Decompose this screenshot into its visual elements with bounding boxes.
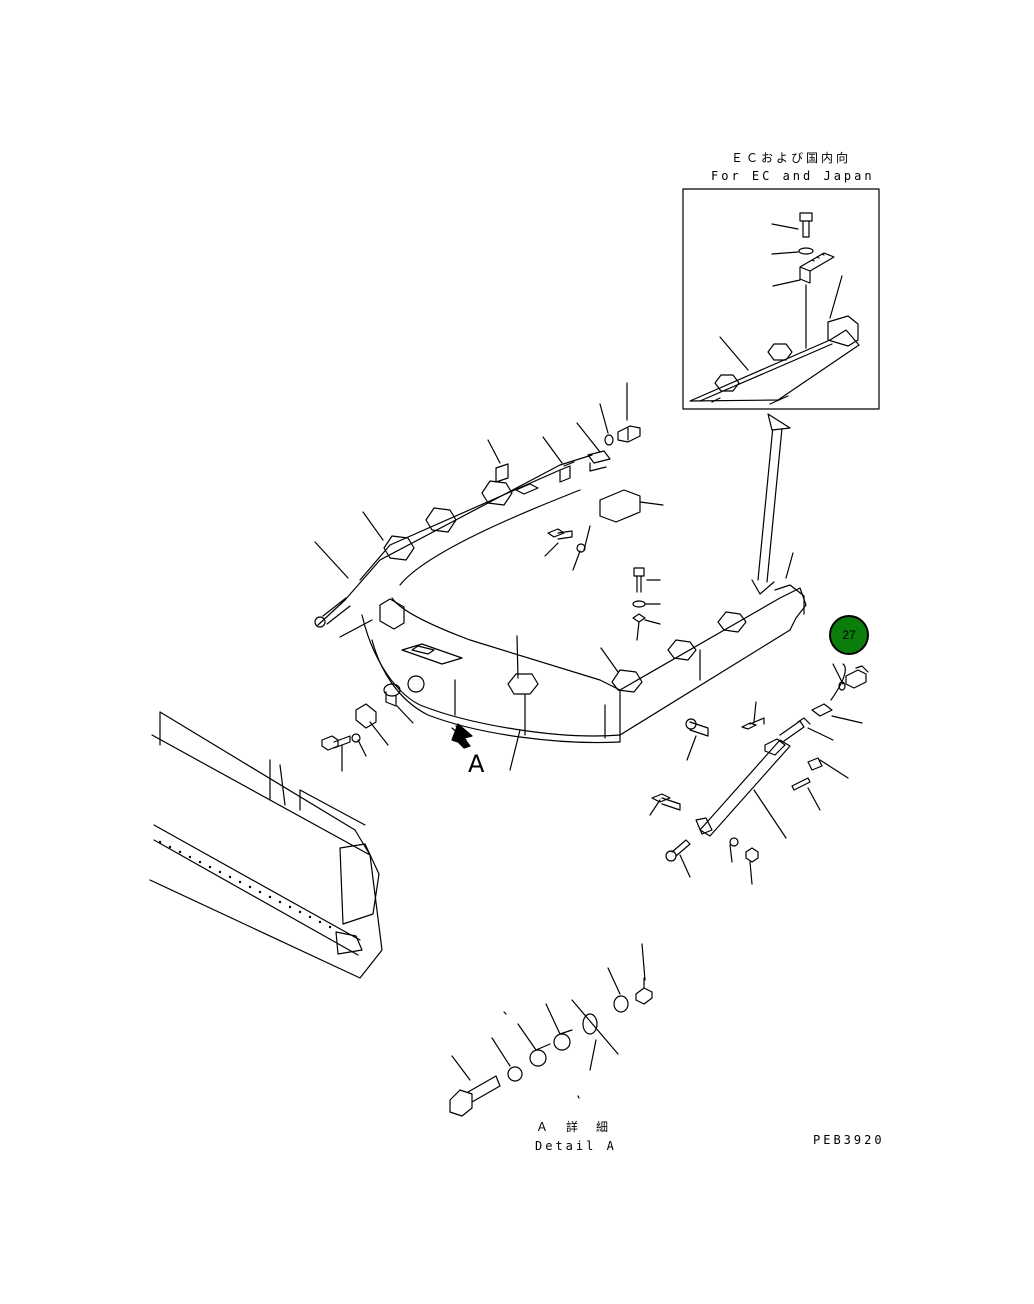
part-callout-number: 27: [842, 628, 856, 642]
inset-view: [682, 188, 880, 410]
inset-frame: [682, 188, 880, 410]
hardware: [321, 425, 869, 863]
view-arrow-a: [451, 723, 473, 749]
detail-title-en: Detail A: [535, 1139, 617, 1153]
detail-a-parts: [449, 943, 653, 1117]
drawing-code: PEB3920: [813, 1133, 885, 1147]
inset-title-en: For EC and Japan: [711, 169, 875, 183]
blade: [149, 711, 383, 979]
reference-arrow: [751, 413, 791, 595]
leader-lines: [314, 382, 863, 885]
blade-holes: [158, 840, 332, 929]
c-frame: [314, 450, 807, 744]
view-marker-letter: A: [468, 750, 485, 778]
part-callout-27[interactable]: 27: [829, 615, 869, 655]
detail-title-jp: Ａ 詳 細: [536, 1120, 612, 1134]
inset-title-jp: ＥＣおよび国内向: [731, 151, 852, 165]
